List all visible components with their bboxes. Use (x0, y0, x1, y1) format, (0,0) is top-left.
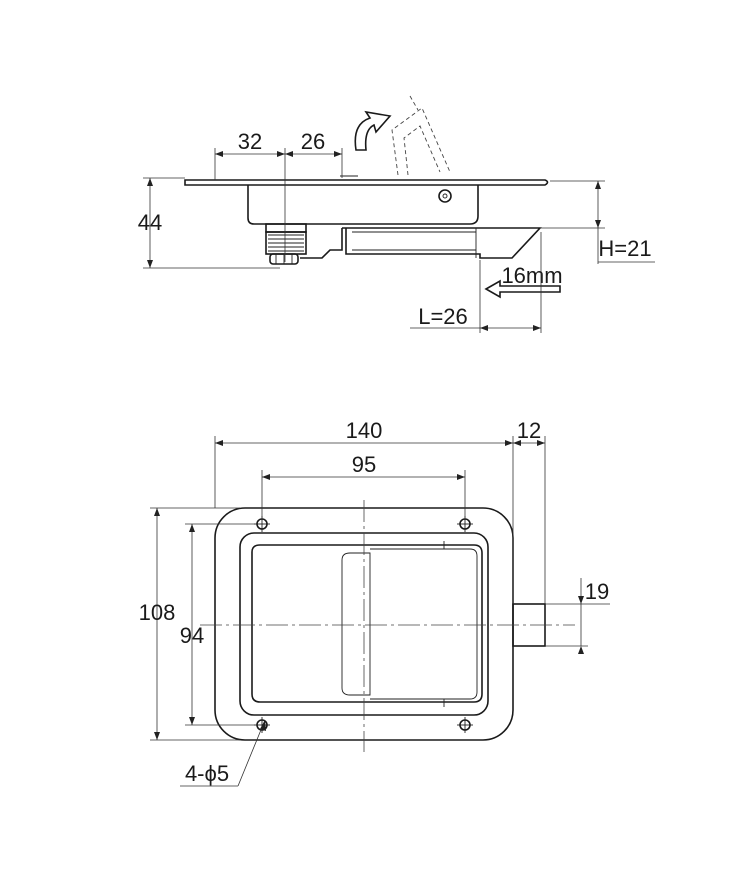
dim-44 (143, 177, 280, 269)
holes-leader (180, 719, 266, 787)
dim-95-label: 95 (352, 452, 376, 477)
lock-housing (247, 185, 479, 225)
paddle-handle (251, 544, 483, 703)
travel-arrow-icon (484, 279, 561, 299)
rotation-arrow-icon (354, 110, 392, 151)
dim-l26-label: L=26 (418, 304, 468, 329)
dim-94 (185, 523, 255, 726)
holes-label: 4-ϕ5 (185, 761, 229, 786)
dim-108-label: 108 (139, 600, 176, 625)
dim-140-label: 140 (346, 418, 383, 443)
cam-bracket (300, 228, 343, 259)
paddle-open-position (391, 95, 451, 176)
dim-19-label: 19 (585, 579, 609, 604)
dim-l26 (410, 232, 542, 333)
dim-16mm-label: 16mm (501, 263, 562, 288)
dim-94-label: 94 (180, 623, 204, 648)
dim-32-label: 32 (238, 129, 262, 154)
pivot-center (442, 193, 448, 199)
dim-12-label: 12 (517, 418, 541, 443)
lock-cylinder (265, 223, 307, 265)
dim-32-26 (214, 148, 343, 262)
dim-140-12 (214, 436, 546, 604)
paddle-grip (341, 552, 371, 696)
latch-bolt (342, 227, 542, 259)
dim-19 (545, 578, 610, 654)
dim-44-label: 44 (138, 210, 162, 235)
flange-plate (184, 179, 549, 186)
pivot-hole (438, 189, 452, 203)
side-view: 32 26 44 H=21 16mm (138, 95, 655, 333)
front-view: 140 12 95 108 94 (139, 418, 610, 787)
dim-95 (261, 470, 466, 519)
dim-108 (150, 507, 240, 741)
dim-h21-label: H=21 (598, 236, 651, 261)
dim-h21 (540, 180, 655, 264)
dim-26-label: 26 (301, 129, 325, 154)
